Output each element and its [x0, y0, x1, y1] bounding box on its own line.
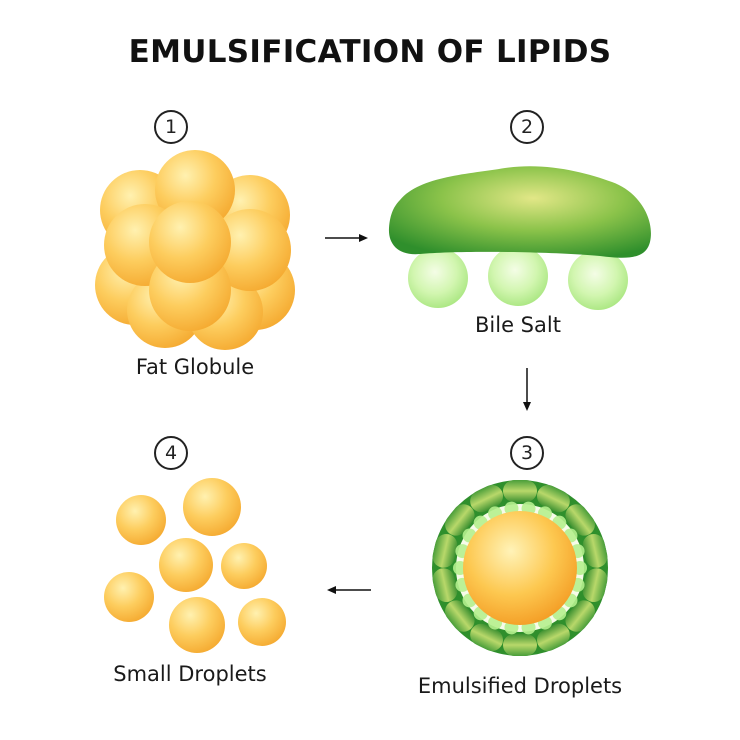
arrow-down-icon [523, 368, 531, 411]
bile-salt-segment [565, 600, 595, 632]
bile-salt-segment [445, 600, 475, 632]
bile-salt-label: Bile Salt [475, 313, 561, 337]
diagram-title: EMULSIFICATION OF LIPIDS [128, 34, 612, 70]
step-4-number: 4 [154, 436, 188, 470]
small-droplets-label: Small Droplets [113, 662, 267, 686]
bile-salt-segment [503, 480, 537, 502]
emulsified-droplet-illustration [432, 480, 608, 656]
bile-salt-segment [537, 623, 570, 651]
bile-salt-segment [470, 623, 503, 651]
step-3-number: 3 [510, 436, 544, 470]
arrow-right-icon [325, 234, 368, 242]
bile-salt-segment [503, 634, 537, 656]
step-2-number: 2 [510, 110, 544, 144]
bile-salt-segment [582, 534, 608, 568]
step-1-number: 1 [154, 110, 188, 144]
arrow-left-icon [327, 586, 371, 594]
bile-salt-segment [445, 504, 475, 536]
bile-salt-segment [432, 534, 458, 568]
bile-salt-segment [582, 568, 608, 602]
fat-globule-label: Fat Globule [135, 355, 255, 379]
bile-salt-segment [470, 485, 503, 513]
small-droplets-illustration [104, 478, 286, 653]
emulsified-droplets-label: Emulsified Droplets [417, 674, 623, 698]
bile-salt-segment [432, 568, 458, 602]
bile-salt-segment [537, 485, 570, 513]
fat-globule-illustration [95, 150, 295, 350]
bile-salt-illustration [388, 166, 651, 310]
bile-salt-segment [565, 504, 595, 536]
